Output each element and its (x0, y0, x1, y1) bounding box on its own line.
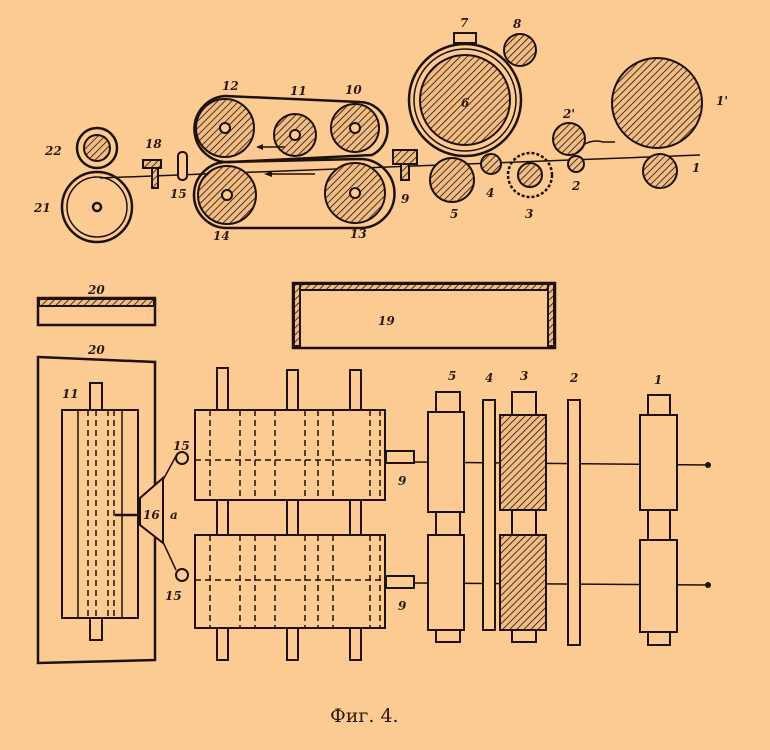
label-14: 14 (213, 229, 230, 243)
roll-1-plan (639, 394, 678, 646)
label-21: 21 (33, 201, 51, 215)
label-12: 12 (222, 79, 239, 93)
roll-3-toothed (506, 151, 554, 199)
sliver-end-upper (705, 462, 711, 468)
figure-caption: Фиг. 4. (330, 705, 399, 727)
clamp-7 (453, 32, 477, 44)
label-9-lower: 9 (398, 599, 407, 613)
can-20-section (36, 296, 157, 327)
label-8: 8 (513, 17, 522, 31)
label-9: 9 (401, 192, 410, 206)
label-plan-3: 3 (520, 369, 528, 383)
condenser-15-upper (175, 451, 189, 465)
guide-18 (142, 159, 162, 189)
label-20-top: 20 (87, 283, 105, 297)
roll-21 (60, 170, 134, 244)
roll-2 (567, 155, 585, 173)
label-1: 1 (692, 161, 700, 175)
belt-shafts (216, 367, 362, 661)
label-15-lower: 15 (165, 589, 182, 603)
can-20-plan (36, 355, 157, 665)
label-13: 13 (350, 227, 367, 241)
label-plan-4: 4 (485, 371, 493, 385)
label-6: 6 (461, 96, 470, 110)
roll-5 (429, 157, 475, 203)
roll-3-plan (499, 391, 547, 643)
label-16: 16 (143, 508, 160, 522)
lower-belt-plan (194, 534, 386, 629)
sliver-end-lower (705, 582, 711, 588)
roll-1-prime (611, 57, 703, 149)
guide-9 (392, 149, 418, 181)
label-15-upper: 15 (173, 439, 190, 453)
label-1-prime: 1' (716, 94, 728, 108)
label-11: 11 (290, 84, 307, 98)
roll-4-plan (482, 399, 496, 631)
label-18: 18 (145, 137, 162, 151)
label-plan-1: 1 (654, 373, 662, 387)
roll-1 (642, 153, 678, 189)
sliver-leads (162, 455, 177, 571)
lower-belt (192, 157, 396, 230)
label-2: 2 (571, 179, 580, 193)
side-view: 22 21 18 15 12 11 10 14 13 9 7 8 6 5 4 3… (33, 16, 728, 244)
roll-5-plan (427, 391, 465, 643)
coiler-roll-11 (61, 382, 140, 641)
label-a: a (170, 508, 178, 522)
label-2-prime: 2' (562, 107, 575, 121)
guide-9-upper (385, 450, 415, 464)
label-5: 5 (450, 207, 458, 221)
label-11: 11 (62, 387, 79, 401)
plan-view: 20 19 20 11 15 15 16 a 9 9 5 4 3 2 1 (36, 281, 711, 665)
label-3: 3 (525, 207, 533, 221)
label-19: 19 (378, 314, 395, 328)
label-22: 22 (44, 144, 62, 158)
roll-22 (75, 126, 119, 170)
condenser-15-lower (175, 568, 189, 582)
upper-belt-plan (194, 409, 386, 501)
roll-6-drum (407, 32, 523, 158)
spring-2-prime (582, 140, 615, 146)
roll-8 (503, 33, 537, 67)
trough-19-section (291, 281, 557, 350)
label-7: 7 (460, 16, 469, 30)
roll-4 (480, 153, 502, 175)
upper-belt (193, 94, 389, 164)
label-4: 4 (486, 186, 494, 200)
label-plan-2: 2 (569, 371, 578, 385)
guide-9-lower (385, 575, 415, 589)
label-9-upper: 9 (398, 474, 407, 488)
roll-2-plan (567, 399, 581, 646)
label-plan-5: 5 (448, 369, 456, 383)
roll-2-prime (552, 122, 586, 156)
label-20-plan: 20 (87, 343, 105, 357)
condenser-15 (177, 151, 188, 181)
label-10: 10 (345, 83, 362, 97)
label-15: 15 (170, 187, 187, 201)
